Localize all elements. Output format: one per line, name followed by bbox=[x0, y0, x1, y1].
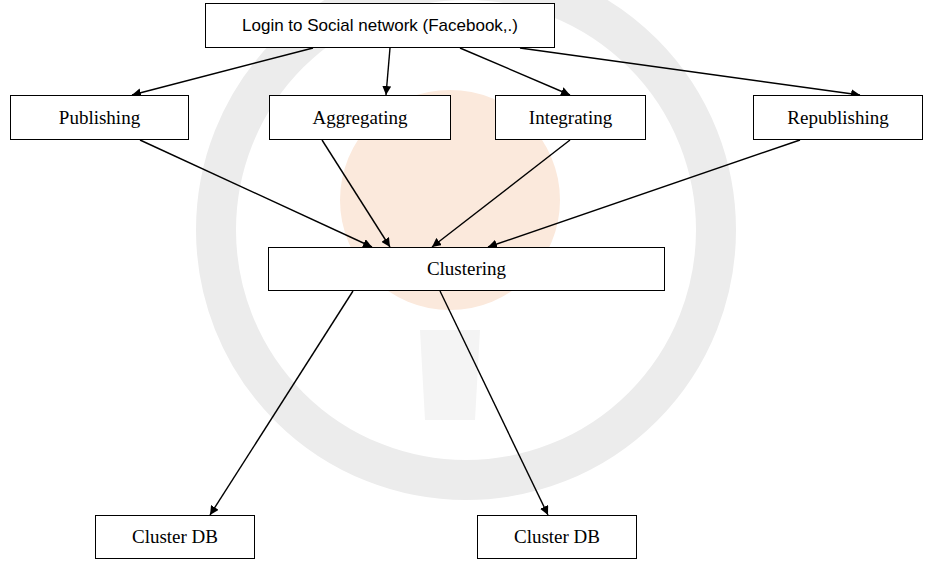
box-label: Integrating bbox=[529, 107, 612, 129]
process-box: Cluster DB bbox=[477, 515, 637, 559]
process-box: Login to Social network (Facebook,.) bbox=[205, 3, 555, 48]
box-label: Aggregating bbox=[313, 107, 408, 129]
process-box: Clustering bbox=[268, 247, 665, 291]
arrow-connector bbox=[440, 291, 548, 515]
watermark-ring bbox=[216, 0, 716, 480]
watermark-bulb bbox=[420, 330, 480, 420]
arrow-connector bbox=[132, 48, 313, 95]
arrow-connector bbox=[520, 48, 860, 95]
arrow-connector bbox=[460, 48, 570, 95]
arrow-connector bbox=[432, 140, 570, 247]
box-label: Clustering bbox=[427, 258, 506, 280]
arrow-connector bbox=[210, 291, 353, 515]
arrow-connector bbox=[488, 140, 800, 247]
process-box: Cluster DB bbox=[95, 515, 255, 559]
process-box: Integrating bbox=[495, 95, 646, 140]
box-label: Login to Social network (Facebook,.) bbox=[242, 16, 518, 36]
box-label: Publishing bbox=[59, 107, 140, 129]
process-box: Aggregating bbox=[269, 95, 451, 140]
box-label: Cluster DB bbox=[132, 526, 218, 548]
arrow-connector bbox=[386, 48, 390, 95]
process-box: Republishing bbox=[753, 95, 923, 140]
process-box: Publishing bbox=[10, 95, 189, 140]
box-label: Cluster DB bbox=[514, 526, 600, 548]
arrow-connector bbox=[140, 140, 372, 247]
arrow-connector bbox=[322, 140, 390, 247]
box-label: Republishing bbox=[787, 107, 888, 129]
